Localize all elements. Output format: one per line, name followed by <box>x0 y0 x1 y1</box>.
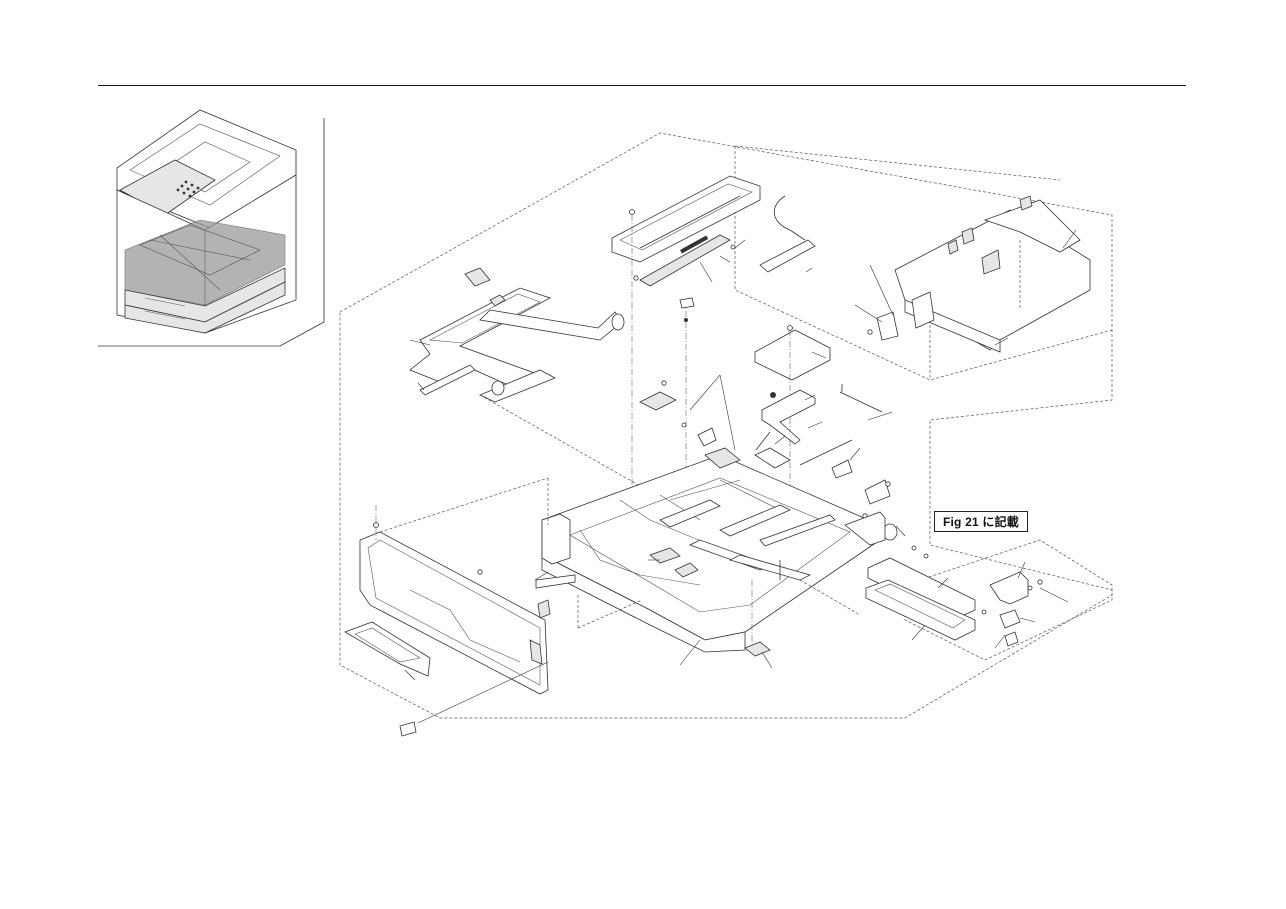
right-side-cover-assembly <box>854 195 1091 378</box>
inset-frame <box>98 118 325 347</box>
bottom-plate-assembly <box>409 267 701 521</box>
figure-reference-label: Fig 21 に記載 <box>934 511 1028 532</box>
machine-overview-inset <box>98 109 325 347</box>
front-cover-label <box>399 721 417 737</box>
upper-rail-assembly <box>611 175 816 560</box>
center-mechanism-parts <box>639 325 929 560</box>
main-boundary <box>339 132 1113 719</box>
header-rule <box>98 85 1186 86</box>
lower-right-rail-assembly <box>865 557 1069 649</box>
cassette-front-cover <box>344 477 576 737</box>
paper-cassette-tray <box>541 447 886 669</box>
lower-right-boundary <box>904 539 1113 661</box>
